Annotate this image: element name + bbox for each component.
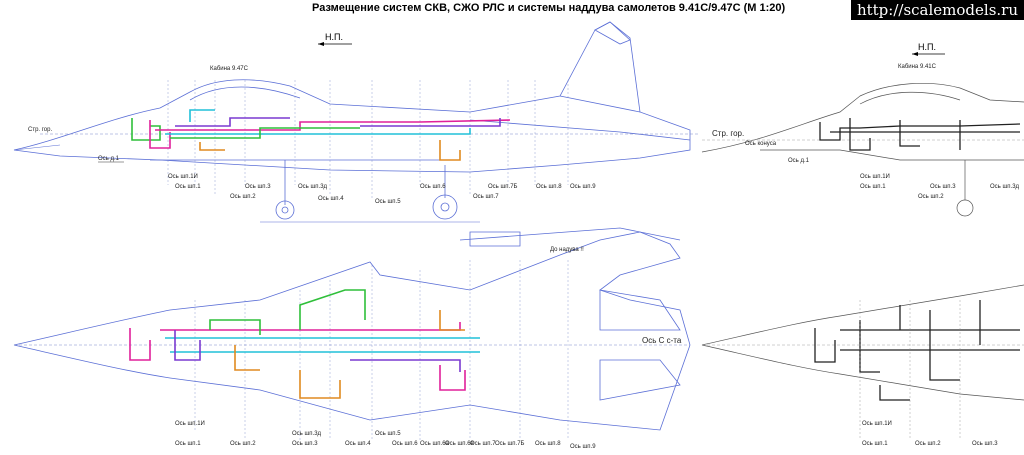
cabin-label-947: Кабина 9.47С [210,66,249,72]
frame-label: Ось шп.9 [570,184,596,190]
os-c-label: Ось С с-та [642,336,682,345]
frame-label: Ось шп.5 [375,199,401,205]
frame-label: Ось шп.7Б [495,441,525,447]
np-label-right: Н.П. [918,42,936,52]
frame-label: Ось шп.1И [860,174,890,180]
frame-label: Ось шп.3д [990,184,1020,190]
site-watermark[interactable]: http://scalemodels.ru [850,0,1024,20]
frame-label: Ось шп.6в [445,441,474,447]
frame-label: Ось шп.9 [570,444,596,450]
frame-label: Ось шп.7 [473,194,499,200]
frame-label: Ось шп.1 [175,184,201,190]
os-d1-left: Ось д.1 [98,156,120,162]
frame-label: Ось шп.3 [930,184,956,190]
frame-label: Ось шп.3д [292,431,322,437]
frame-label: Ось шп.1И [175,421,205,427]
str-gor-left: Стр. гор. [28,127,52,133]
plan-view-941: Ось шп.1И Ось шп.1 Ось шп.2 Ось шп.3 [701,284,1024,447]
frame-label: Ось шп.7 [470,441,496,447]
frame-label: Ось шп.3 [292,441,318,447]
frame-label: Ось шп.3д [298,184,328,190]
frame-label: Ось шп.2 [918,194,944,200]
plan-view-947: Ось С с-та До надува !! [13,227,691,450]
frame-label: Ось шп.1И [168,174,198,180]
frame-label: Ось шп.3 [245,184,271,190]
frame-label: Ось шп.4 [345,441,371,447]
frame-label: Ось шп.1 [862,441,888,447]
os-d1-right: Ось д.1 [788,158,810,164]
frame-label: Ось шп.8 [536,184,562,190]
frame-label: Ось шп.7Б [488,184,518,190]
frame-label: Ось шп.8 [535,441,561,447]
frame-label: Ось шп.2 [915,441,941,447]
frame-label: Ось шп.1И [862,421,892,427]
side-view-947: Н.П. Кабина 9.47С Стр. гор. [13,21,700,223]
frame-label: Ось шп.2 [230,441,256,447]
frame-label: Ось шп.1 [175,441,201,447]
cabin-label-941: Кабина 9.41С [898,64,937,70]
side-view-941: Н.П. Кабина 9.41С Стр. гор. Ось конуса О… [701,42,1024,217]
os-konusa: Ось конуса [745,141,777,147]
frame-label: Ось шп.6 [392,441,418,447]
np-label-left: Н.П. [325,32,343,42]
frame-label: Ось шп.3 [972,441,998,447]
to-kil-label: До надува !! [550,247,584,253]
frame-label: Ось шп.5 [375,431,401,437]
str-gor-right: Стр. гор. [712,129,744,138]
frame-label: Ось шп.6а [420,441,450,447]
frame-label: Ось шп.6 [420,184,446,190]
frame-label: Ось шп.2 [230,194,256,200]
frame-label: Ось шп.4 [318,196,344,202]
frame-label: Ось шп.1 [860,184,886,190]
drawing-title: Размещение систем СКВ, СЖО РЛС и системы… [312,2,786,14]
